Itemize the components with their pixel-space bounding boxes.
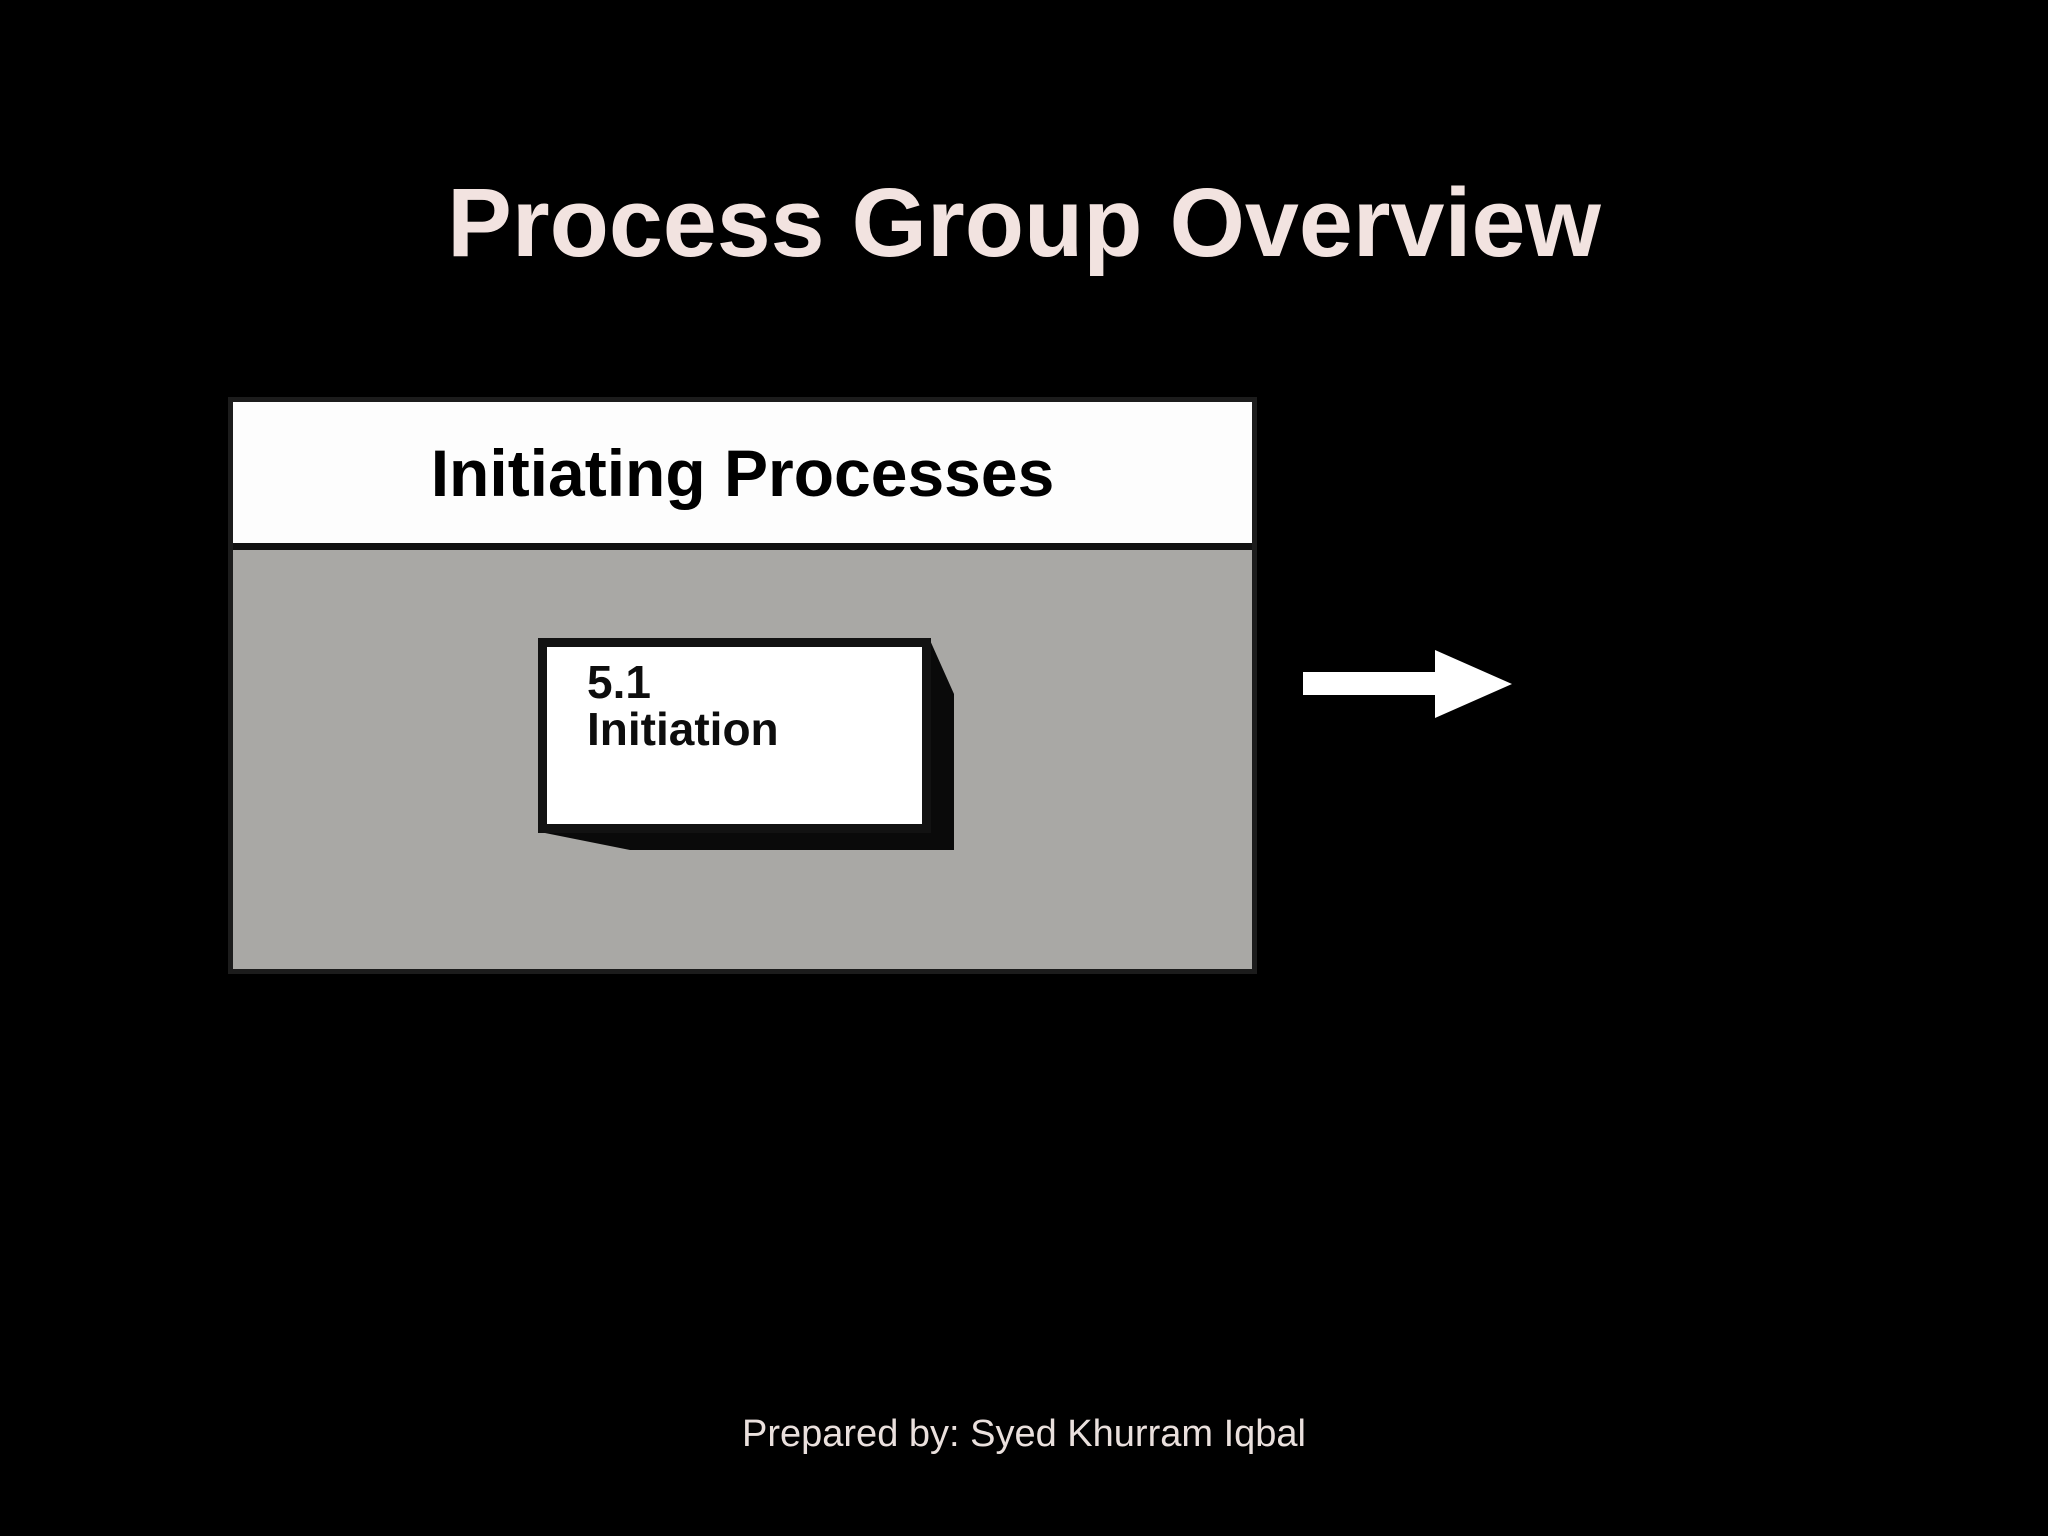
- process-box-number: 5.1: [587, 656, 651, 708]
- process-box-name: Initiation: [587, 703, 779, 755]
- footer-credit: Prepared by: Syed Khurram Iqbal: [742, 1413, 1306, 1455]
- process-box-label: 5.1 Initiation: [547, 647, 922, 753]
- right-arrow-icon: [1303, 650, 1512, 718]
- page-title: Process Group Overview: [447, 168, 1601, 277]
- process-group-box: Initiating Processes: [228, 397, 1257, 974]
- process-box: 5.1 Initiation: [538, 638, 931, 833]
- process-group-header-label: Initiating Processes: [430, 435, 1055, 510]
- process-group-header: Initiating Processes: [233, 402, 1252, 550]
